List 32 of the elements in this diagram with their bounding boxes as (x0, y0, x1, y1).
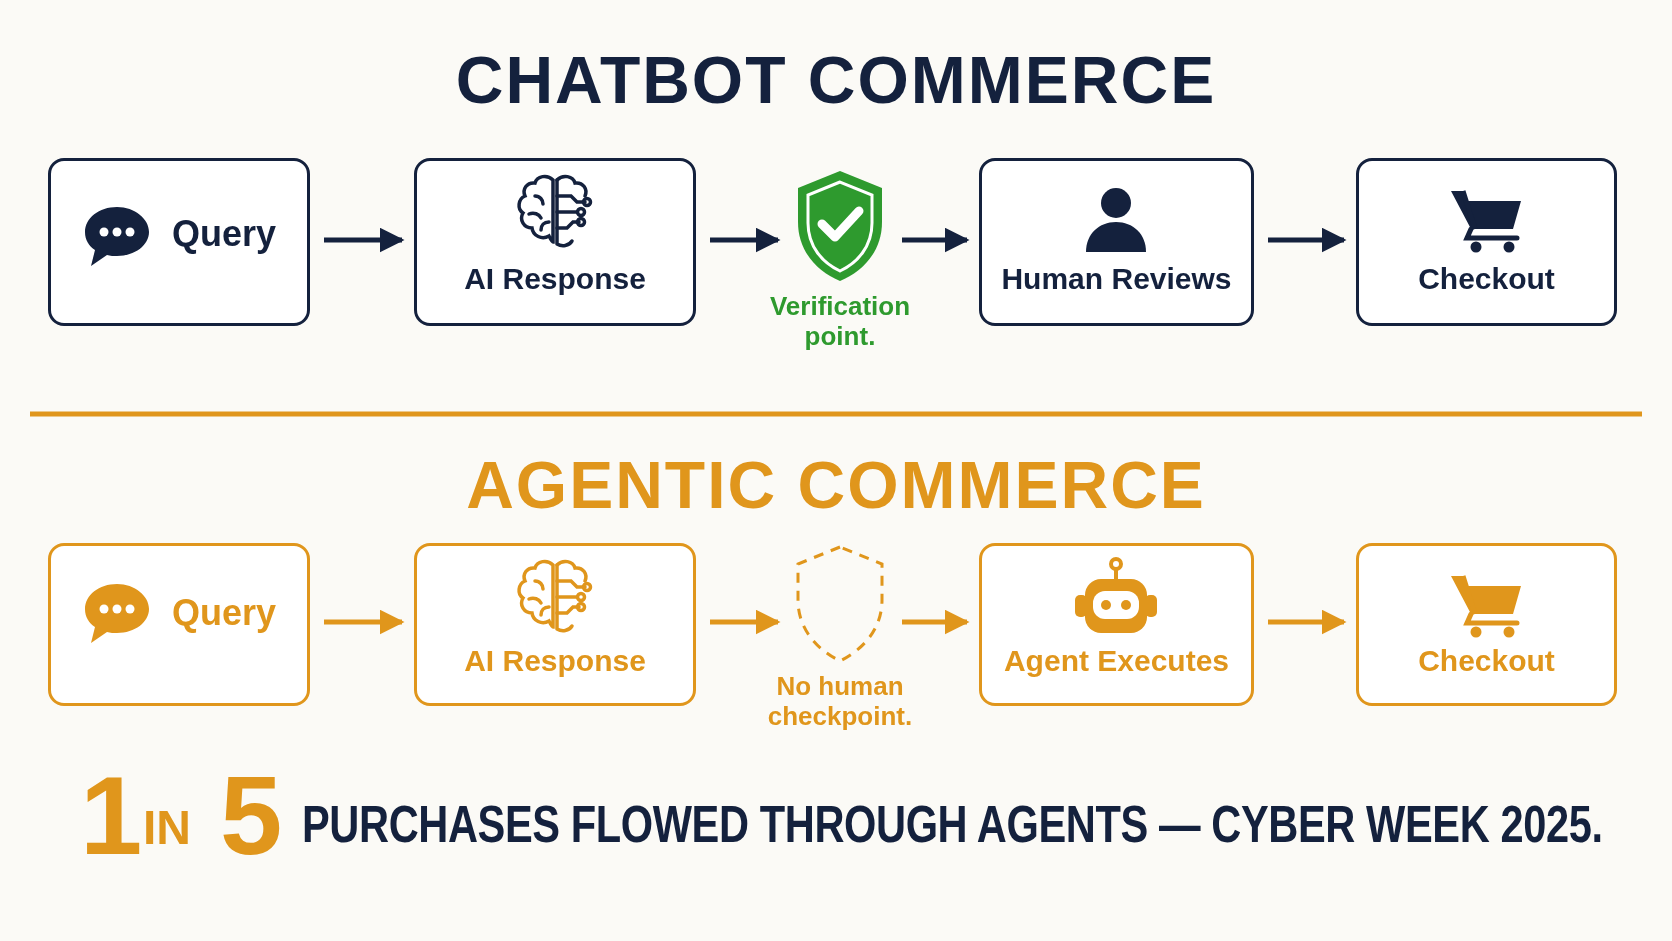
process-box (48, 543, 310, 706)
arrow (902, 609, 970, 635)
step-label: Checkout (1417, 262, 1556, 296)
process-box (414, 543, 696, 706)
arrow (324, 609, 405, 635)
step-label: AI Response (463, 644, 647, 678)
diagram-title: CHATBOT COMMERCE (454, 42, 1218, 118)
process-box (48, 158, 310, 326)
statistic-number: 5 (220, 760, 283, 872)
process-box (979, 158, 1254, 326)
statistic-sentence: PURCHASES FLOWED THROUGH AGENTS — CYBER WEEK 2025. (302, 798, 1603, 850)
arrow (1268, 609, 1347, 635)
step-label: Human Reviews (1000, 262, 1233, 296)
process-box (979, 543, 1254, 706)
section-heading: AGENTIC COMMERCE (465, 452, 1207, 518)
checkpoint-label: No human checkpoint. (766, 672, 914, 732)
arrow (1268, 227, 1347, 253)
step-label: Agent Executes (1002, 644, 1231, 678)
step-label: Query (172, 592, 277, 634)
arrow (324, 227, 405, 253)
arrow (710, 609, 781, 635)
step-label: AI Response (463, 262, 647, 296)
process-box (414, 158, 696, 326)
checkpoint-label: Verification point. (768, 292, 912, 352)
statistic-word: IN (143, 804, 191, 852)
process-box (1356, 543, 1617, 706)
arrow (710, 227, 781, 253)
process-box (1356, 158, 1617, 326)
statistic-number: 1 (80, 760, 143, 872)
step-label: Checkout (1417, 644, 1556, 678)
arrow (902, 227, 970, 253)
step-label: Query (172, 213, 277, 255)
